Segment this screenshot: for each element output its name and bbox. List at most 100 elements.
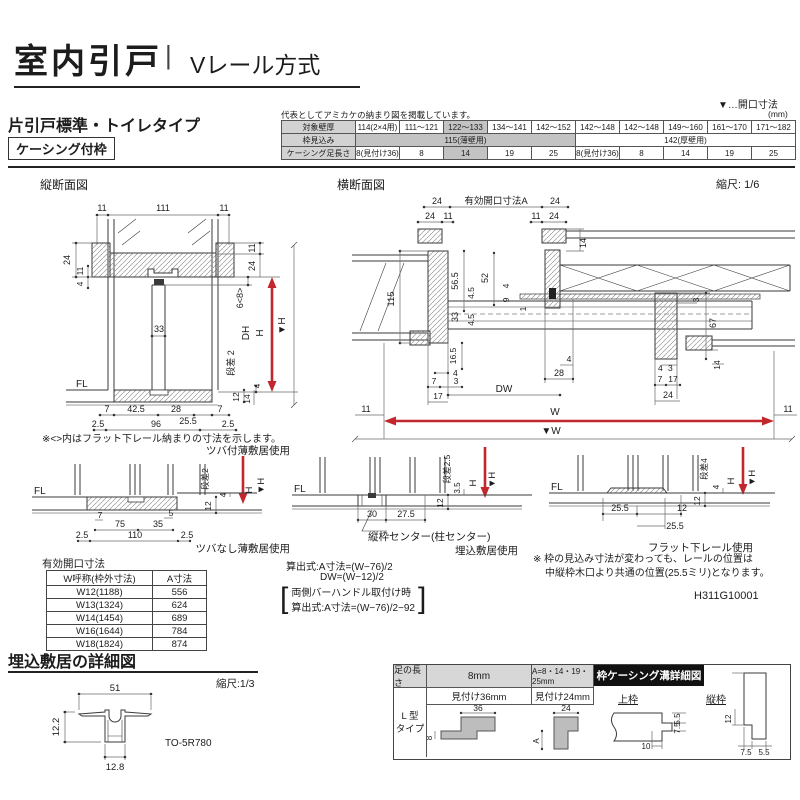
w-name: W16(1644): [46, 624, 153, 638]
spec-cell-thick-wall: 142(厚壁用): [575, 133, 796, 147]
dim-label: 11: [247, 243, 257, 252]
dim-label: DW: [496, 384, 513, 395]
spec-cell: 8(見付け36): [355, 146, 400, 160]
opening-col1-header: W呼称(枠外寸法): [46, 570, 153, 586]
opening-table: W呼称(枠外寸法) A寸法 W12(1188)556 W13(1324)624 …: [46, 570, 207, 651]
dim-label: 段差2.5: [442, 454, 452, 483]
dim-label: 17: [668, 374, 678, 384]
dim-label: 12: [203, 501, 213, 511]
sill-detail-title: 埋込敷居の詳細図: [8, 654, 137, 671]
spec-cell: 149〜160: [663, 120, 708, 134]
dim-label: 33: [154, 324, 164, 334]
dim-label: 4: [712, 484, 721, 489]
dim-label: 11: [783, 404, 792, 414]
a-dim: 784: [152, 624, 207, 638]
spec-cell: 134〜141: [487, 120, 532, 134]
dim-label: DH: [241, 326, 252, 340]
caption-flatrail: フラット下レール使用: [648, 542, 753, 554]
dim-label: FL: [551, 482, 563, 493]
dim-label: 4.5: [466, 314, 476, 326]
dim-label: W: [550, 407, 560, 418]
dim-label: 30: [367, 509, 377, 519]
horizontal-section-drawing: 24 有効開口寸法A 24 24 11 11 24 14 115 56.5 52…: [352, 195, 797, 443]
dim-label: 7: [104, 404, 109, 414]
dim-label: 24: [432, 196, 442, 206]
dim-label: ▼W: [541, 426, 561, 437]
dim-label: 4: [75, 281, 85, 286]
title-underline: [14, 86, 360, 88]
dim-label: 42.5: [127, 404, 145, 414]
w-name: W14(1454): [46, 611, 153, 625]
sill-profile-drawing: 51 12.2 12.8 TO-5R780: [51, 683, 212, 773]
dim-label: 75: [115, 519, 125, 529]
bracket-open: [: [280, 582, 289, 615]
a-dim: 556: [152, 585, 207, 599]
leg-table: 足の長さ 8mm A=8・14・19・25mm 枠ケーシング溝詳細図 見付け36…: [393, 664, 791, 760]
dim-label: 4: [252, 383, 262, 388]
spec-table: 対象壁厚 114(2×4用) 111〜121 122〜133 134〜141 1…: [281, 120, 796, 160]
dim-label: 9: [501, 297, 511, 302]
l-profile-36-drawing: 36 8: [427, 705, 497, 740]
dim-label: 2.5: [181, 530, 194, 540]
w-name: W18(1824): [46, 637, 153, 651]
casing-groove-detail-title: 枠ケーシング溝詳細図: [594, 665, 704, 686]
dim-label: H: [244, 486, 255, 493]
dim-label: 7.5: [673, 722, 682, 734]
formula-handle: 算出式:A寸法=(W−76)/2−92: [291, 603, 415, 614]
leg-subheader-24: 見付け24mm: [532, 688, 594, 705]
detail-flatrail-drawing: FL 段差4 4 H ▼H 12 25.5 12 25.5: [549, 447, 775, 531]
dim-label: 10: [642, 742, 651, 751]
table-row: W13(1324)624: [46, 598, 207, 612]
dim-label: 28: [171, 404, 181, 414]
vertical-section-title: 縦断面図: [40, 178, 89, 192]
dim-label: 115: [386, 291, 397, 306]
caption-tsubanashi: ツバなし薄敷居使用: [195, 543, 291, 555]
caption-umekomi: 埋込敷居使用: [455, 545, 518, 557]
l-type-line1: L 型: [401, 710, 419, 722]
spec-cell-shaded: 14: [443, 146, 488, 160]
spec-row2-label: 枠見込み: [281, 133, 356, 147]
dim-label: 11: [219, 203, 228, 213]
dim-label: 24: [62, 255, 72, 265]
dim-label: 33: [450, 312, 460, 322]
dim-label: 16.5: [448, 347, 458, 364]
rail-position-note-1: ※ 枠の見込み寸法が変わっても、レールの位置は: [533, 554, 753, 565]
dim-label: 12: [724, 714, 733, 723]
doc-code: H311G10001: [694, 590, 759, 602]
opening-table-title: 有効開口寸法: [42, 558, 105, 570]
spec-cell: 14: [663, 146, 708, 160]
dim-label: 7: [217, 404, 222, 414]
formula-a: 算出式:A寸法=(W−76)/2: [286, 562, 393, 573]
bracket-close: ]: [418, 582, 427, 615]
spec-table-unit: (mm): [768, 109, 788, 119]
dim-label: ▼H: [747, 470, 758, 486]
spec-row-casing-leg: ケーシング足長さ 8(見付け36) 8 14 19 25 8(見付け36) 8 …: [281, 146, 796, 160]
page-subtitle: Vレール方式: [190, 52, 321, 78]
dim-label: FL: [294, 484, 306, 495]
spec-cell: 25: [751, 146, 796, 160]
spec-cell: 114(2×4用): [355, 120, 400, 134]
dim-label: 24: [561, 705, 571, 713]
groove-detail-drawing: 上枠 5.5 7.5 10 縦枠 12 7.5 5.5: [611, 672, 772, 757]
dim-label: 3: [668, 363, 673, 373]
spec-table-note: 代表としてアミカケの納まり図を掲載しています。: [281, 110, 475, 120]
spec-cell: 142〜152: [531, 120, 576, 134]
dim-label: 12: [435, 498, 445, 508]
dim-label: 12: [692, 496, 702, 506]
type-heading: 片引戸標準・トイレタイプ: [8, 118, 201, 135]
header-separator: [8, 166, 795, 168]
spec-cell: 171〜182: [751, 120, 796, 134]
opening-dim-note: ▼…開口寸法: [718, 100, 778, 111]
dim-label: 有効開口寸法A: [464, 195, 528, 207]
dim-label: ▼H: [277, 317, 288, 334]
tate-label: 縦枠: [706, 693, 726, 706]
dim-label: 3: [454, 376, 459, 386]
formula-bracket-group: [ 両側バーハンドル取付け時 算出式:A寸法=(W−76)/2−92 ]: [280, 582, 427, 615]
dim-label: 11: [75, 266, 85, 275]
dim-label: ▼H: [256, 478, 267, 494]
formula-dw: DW=(W−12)/2: [320, 572, 384, 583]
frame-heading-box: ケーシング付枠: [8, 137, 115, 160]
dim-label: H: [468, 479, 479, 486]
dim-label: 5.5: [673, 713, 682, 725]
dim-label: H: [255, 329, 266, 336]
